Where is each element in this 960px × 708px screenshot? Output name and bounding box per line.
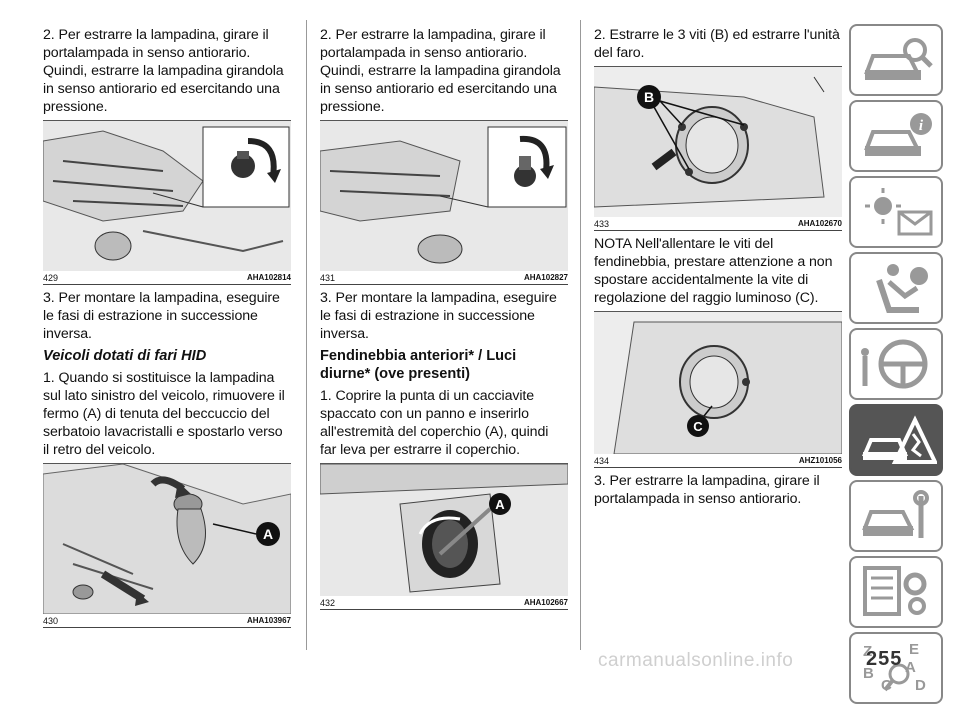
- paragraph-note: NOTA Nell'allentare le viti del fendineb…: [594, 236, 833, 306]
- figure-number: 429: [43, 273, 59, 283]
- svg-text:E: E: [909, 641, 919, 658]
- section-heading-fog-lights: Fendinebbia anteriori* / Luci diurne* (o…: [320, 348, 517, 382]
- figure-caption: 429 AHA102814: [43, 271, 291, 285]
- figure-caption: 433 AHA102670: [594, 217, 842, 231]
- figure-433: B 433 AHA102670: [594, 66, 842, 231]
- figure-434: C 434 AHZ101056: [594, 311, 842, 468]
- marker-b: B: [644, 89, 654, 105]
- figure-number: 432: [320, 598, 336, 608]
- figure-caption: 430 AHA103967: [43, 614, 291, 628]
- paragraph-fog-step-1: 1. Coprire la punta di un cacciavite spa…: [320, 388, 549, 458]
- figure-431: 431 AHA102827: [320, 120, 568, 285]
- figure-430-image: A: [43, 464, 291, 614]
- tab-emergency[interactable]: [849, 404, 943, 476]
- figure-rule: [594, 66, 842, 67]
- steering-wheel-icon: [861, 339, 928, 389]
- marker-c: C: [693, 419, 703, 434]
- figure-429-image: [43, 121, 291, 271]
- column-1: 2. Per estrarre la lampadina, girare il …: [43, 26, 291, 632]
- figure-number: 434: [594, 456, 610, 466]
- tab-car-maintenance[interactable]: [849, 480, 943, 552]
- section-heading-hid: Veicoli dotati di fari HID: [43, 348, 207, 364]
- page-number: 255: [866, 648, 903, 670]
- figure-430: A 430 AHA103967: [43, 463, 291, 628]
- paragraph-step-2: 2. Per estrarre la lampadina, girare il …: [320, 27, 561, 115]
- tab-car-search[interactable]: [849, 24, 943, 96]
- figure-code: AHA102667: [523, 598, 568, 607]
- figure-rule: [320, 120, 568, 121]
- figure-434-image: C: [594, 312, 842, 454]
- svg-text:Z: Z: [863, 643, 872, 660]
- paragraph-step-2: 2. Estrarre le 3 viti (B) ed estrarre l'…: [594, 27, 840, 61]
- figure-432: A 432 AHA102667: [320, 463, 568, 610]
- warning-lights-icon: [865, 188, 933, 236]
- figure-number: 433: [594, 219, 610, 229]
- figure-number: 430: [43, 616, 59, 626]
- figure-caption: 434 AHZ101056: [594, 454, 842, 468]
- car-warning-triangle-icon: [861, 415, 937, 464]
- paragraph-hid-step-1: 1. Quando si sostituisce la lampadina su…: [43, 370, 285, 458]
- tab-warning-lights[interactable]: [849, 176, 943, 248]
- svg-text:B: B: [863, 665, 874, 682]
- tab-car-info[interactable]: i: [849, 100, 943, 172]
- car-search-icon: [864, 38, 933, 80]
- paragraph-step-3: 3. Per montare la lampadina, eseguire le…: [43, 290, 280, 342]
- column-divider: [306, 20, 307, 650]
- figure-caption: 431 AHA102827: [320, 271, 568, 285]
- figure-code: AHA103967: [246, 616, 291, 625]
- svg-text:D: D: [915, 677, 926, 694]
- figure-432-image: A: [320, 464, 568, 596]
- paragraph-step-3: 3. Per montare la lampadina, eseguire le…: [320, 290, 557, 342]
- figure-code: AHA102827: [523, 273, 568, 282]
- figure-code: AHA102670: [797, 219, 842, 228]
- figure-431-image: [320, 121, 568, 271]
- figure-429: 429 AHA102814: [43, 120, 291, 285]
- tab-seat-airbag[interactable]: [849, 252, 943, 324]
- car-info-icon: i: [864, 113, 932, 156]
- marker-a: A: [263, 526, 273, 542]
- tab-steering-wheel[interactable]: [849, 328, 943, 400]
- svg-text:i: i: [919, 118, 924, 134]
- figure-number: 431: [320, 273, 336, 283]
- column-divider: [580, 20, 581, 650]
- car-wrench-icon: [862, 490, 929, 538]
- figure-433-image: B: [594, 67, 842, 217]
- paragraph-step-3: 3. Per estrarre la lampadina, girare il …: [594, 473, 820, 507]
- marker-a: A: [495, 497, 505, 512]
- svg-text:A: A: [905, 659, 916, 676]
- figure-rule: [43, 120, 291, 121]
- paragraph-step-2: 2. Per estrarre la lampadina, girare il …: [43, 27, 284, 115]
- figure-rule: [594, 311, 842, 312]
- figure-code: AHZ101056: [798, 456, 842, 465]
- figure-caption: 432 AHA102667: [320, 596, 568, 610]
- specs-gear-icon: [863, 566, 927, 616]
- figure-rule: [43, 463, 291, 464]
- column-2: 2. Per estrarre la lampadina, girare il …: [320, 26, 568, 614]
- figure-code: AHA102814: [246, 273, 291, 282]
- chapter-tabs: i: [849, 24, 947, 708]
- column-3: 2. Estrarre le 3 viti (B) ed estrarre l'…: [594, 26, 842, 512]
- seat-airbag-icon: [876, 264, 928, 313]
- tab-specifications[interactable]: [849, 556, 943, 628]
- watermark: carmanualsonline.info: [598, 650, 794, 671]
